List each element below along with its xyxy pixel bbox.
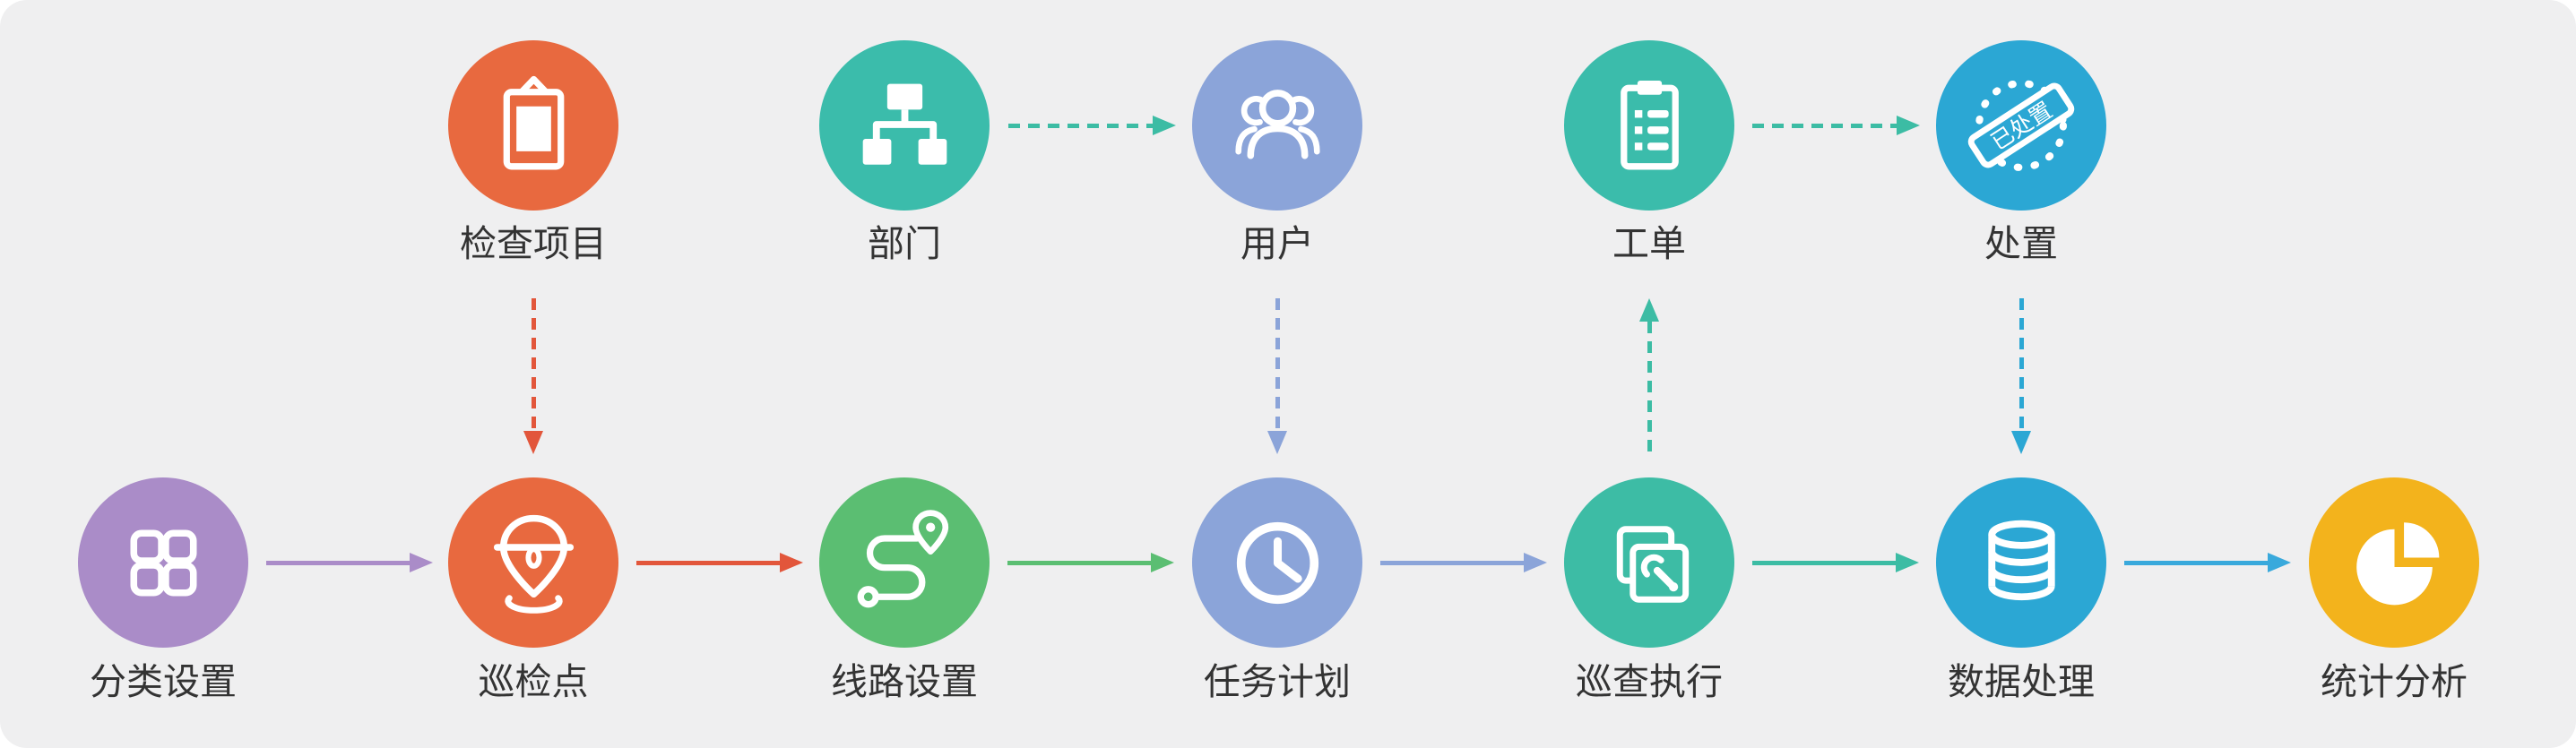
stamp-icon: 已处置: [1967, 80, 2075, 171]
node-label-task-plan: 任务计划: [1204, 661, 1351, 702]
arrow-user-to-task-plan: [1266, 298, 1289, 454]
sitemap-icon: [862, 83, 947, 165]
node-label-department: 部门: [868, 223, 941, 264]
location-pin-icon: [493, 514, 574, 614]
work-order-list-icon: [1620, 80, 1679, 169]
node-label-patrol-execution: 巡查执行: [1576, 661, 1723, 702]
node-label-route-settings: 线路设置: [831, 661, 978, 702]
arrow-patrol-execution-to-data-processing: [1752, 551, 1919, 574]
arrow-patrol-execution-to-work-order: [1638, 298, 1661, 454]
arrow-category-settings-to-patrol-point: [266, 551, 433, 574]
node-label-disposal: 处置: [1984, 223, 2058, 264]
arrow-department-to-user: [1008, 114, 1176, 137]
node-label-statistics-analysis: 统计分析: [2321, 661, 2468, 702]
node-inspection-items: [448, 40, 618, 211]
node-label-category-settings: 分类设置: [90, 661, 237, 702]
database-icon: [1987, 520, 2055, 600]
clock-icon: [1236, 521, 1318, 604]
arrow-disposal-to-data-processing: [2010, 298, 2033, 454]
users-icon: [1234, 89, 1320, 159]
pie-chart-icon: [2356, 521, 2439, 605]
node-label-patrol-point: 巡检点: [478, 661, 589, 702]
arrow-route-settings-to-task-plan: [1007, 551, 1174, 574]
node-task-plan: [1192, 477, 1362, 648]
grid-icon: [129, 529, 197, 597]
node-patrol-execution: [1564, 477, 1734, 648]
arrow-inspection-items-to-patrol-point: [522, 298, 545, 454]
node-department: [819, 40, 990, 211]
node-data-processing: [1936, 477, 2106, 648]
arrow-task-plan-to-patrol-execution: [1380, 551, 1547, 574]
node-label-inspection-items: 检查项目: [460, 223, 607, 264]
node-label-user: 用户: [1240, 223, 1314, 264]
node-patrol-point: [448, 477, 618, 648]
node-work-order: [1564, 40, 1734, 211]
node-disposal: 已处置: [1936, 40, 2106, 211]
node-statistics-analysis: [2309, 477, 2479, 648]
node-category-settings: [78, 477, 248, 648]
node-route-settings: [819, 477, 990, 648]
arrow-work-order-to-disposal: [1752, 114, 1920, 137]
node-user: [1192, 40, 1362, 211]
node-label-work-order: 工单: [1612, 223, 1686, 264]
route-icon: [857, 509, 948, 607]
arrow-patrol-point-to-route-settings: [636, 551, 803, 574]
node-label-data-processing: 数据处理: [1948, 661, 2095, 702]
clipboard-icon: [503, 75, 564, 169]
images-wrench-icon: [1616, 525, 1689, 603]
arrow-data-processing-to-statistics-analysis: [2124, 551, 2291, 574]
